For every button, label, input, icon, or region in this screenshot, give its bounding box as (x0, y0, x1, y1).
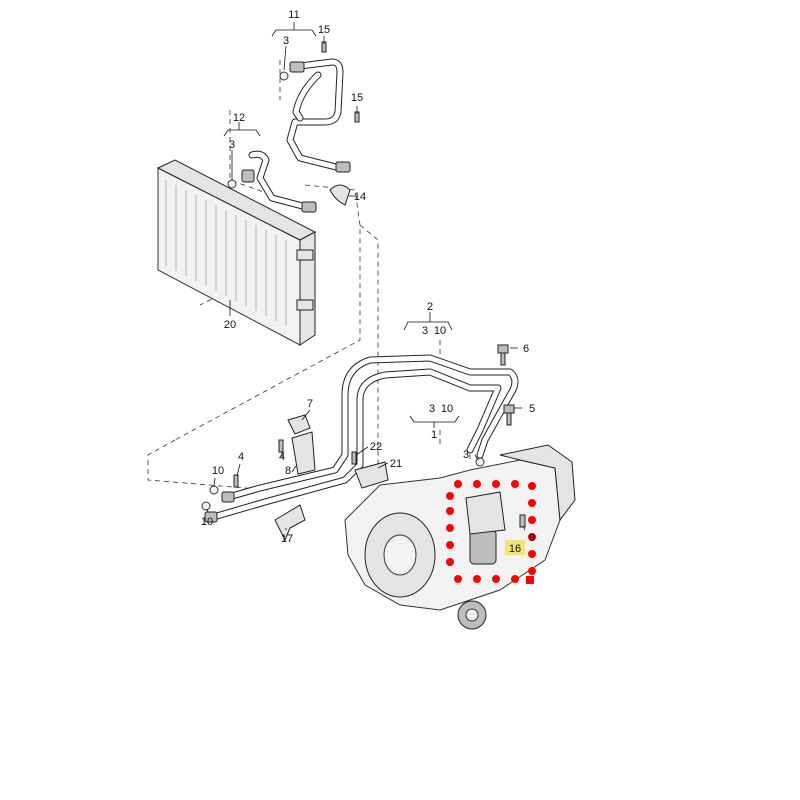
output-flange-center (465, 608, 479, 622)
o-ring-10-left (209, 485, 219, 495)
transmission-oil-lines (201, 354, 519, 523)
callout-5: 5 (529, 403, 535, 415)
hose-end-connector (335, 161, 351, 173)
hose-clip-14 (329, 184, 351, 206)
hose-fitting-11 (289, 61, 305, 73)
hose-fitting-12 (241, 169, 255, 183)
callout-labels: 11 3 15 15 12 3 14 20 2 3 10 6 3 10 1 5 … (201, 9, 535, 555)
callout-2: 2 (427, 301, 433, 313)
callout-3-a: 3 (422, 325, 428, 337)
callout-1: 1 (431, 429, 437, 441)
input-shaft (383, 534, 417, 576)
callout-4-left: 4 (238, 451, 244, 463)
bracket-7 (287, 414, 311, 435)
callout-11: 11 (288, 9, 299, 21)
callout-leaders (206, 22, 526, 531)
callout-16-highlight (505, 540, 525, 555)
o-ring-mid (227, 179, 237, 189)
callout-10-left: 10 (212, 465, 224, 477)
bracket-17 (274, 504, 306, 542)
bracket-21 (354, 461, 389, 489)
bolt-9 (519, 514, 526, 528)
clamp-8 (291, 431, 316, 475)
callout-6: 6 (523, 343, 529, 355)
bolt-6-head (497, 344, 509, 354)
upper-cooler-hoses (227, 41, 360, 213)
oil-filter-housing-16 (469, 529, 497, 565)
callout-8: 8 (285, 465, 291, 477)
brackets-and-fasteners (233, 344, 515, 542)
callout-4-mid: 4 (279, 451, 285, 463)
bolt-4-left (233, 474, 239, 488)
callout-3-low: 3 (463, 449, 469, 461)
bolt-6-shank (500, 352, 506, 366)
callout-17: 17 (281, 533, 293, 545)
callout-10-low: 10 (201, 516, 213, 528)
callout-21: 21 (390, 458, 402, 470)
callout-9: 9 (529, 532, 535, 544)
line-fitting-upper-left (221, 491, 235, 503)
transmission-housing (344, 444, 576, 630)
cooler-port-upper (296, 249, 314, 261)
bolt-5-shank (506, 412, 512, 426)
callout-10-a: 10 (434, 325, 446, 337)
callout-14: 14 (354, 191, 366, 203)
callout-16: 16 (509, 543, 521, 555)
highlight-dots (446, 480, 536, 584)
callout-7: 7 (307, 398, 313, 410)
cooler-port-lower (296, 299, 314, 311)
callout-3-top: 3 (283, 35, 289, 47)
radiator-oil-cooler (156, 159, 317, 346)
callout-10-b: 10 (441, 403, 453, 415)
bolt-22 (351, 451, 357, 465)
callout-3-b: 3 (429, 403, 435, 415)
transmission-rear-section (499, 444, 576, 522)
callout-3-mid: 3 (229, 139, 235, 151)
bolt-5-head (503, 404, 515, 414)
hose-lower-connector (301, 201, 317, 213)
callout-12: 12 (233, 112, 245, 124)
o-ring-10-low (201, 501, 211, 511)
callout-22: 22 (370, 441, 382, 453)
bolt-4-mid (278, 439, 284, 453)
filter-mount-flange (465, 491, 506, 535)
radiator-fins (165, 180, 287, 326)
o-ring-top (279, 71, 289, 81)
line-fitting-lower-left (204, 511, 218, 523)
callout-15-mid: 15 (351, 92, 363, 104)
callout-15-top: 15 (318, 24, 330, 36)
callout-20: 20 (224, 319, 236, 331)
